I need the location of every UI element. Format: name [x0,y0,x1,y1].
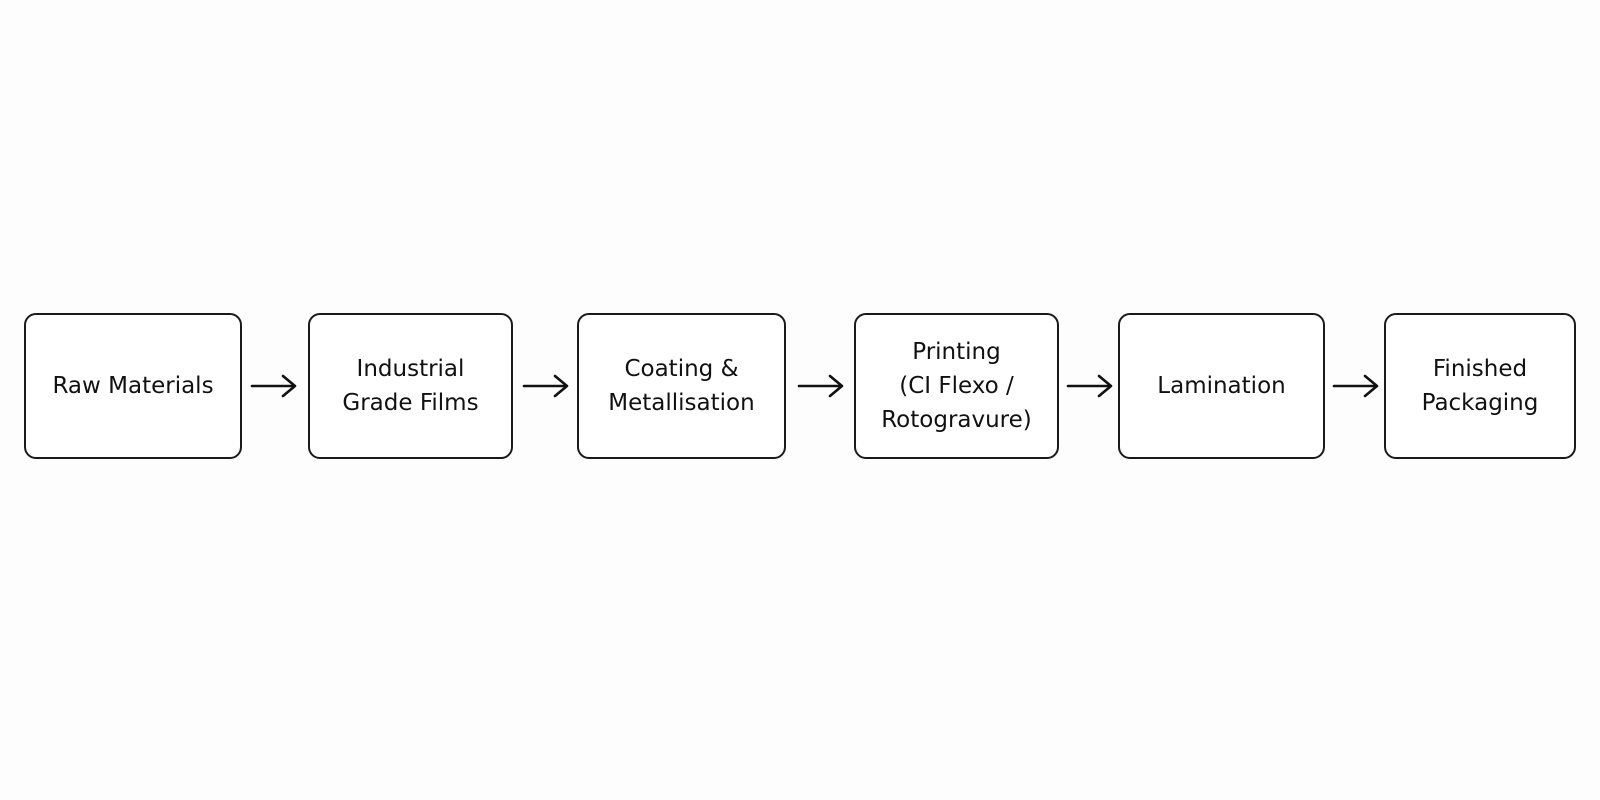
step-raw-materials: Raw Materials [24,313,242,459]
arrow-right-icon [1332,372,1380,400]
arrow-right-icon [250,372,298,400]
step-label: Finished Packaging [1421,356,1539,416]
step-finished-packaging: Finished Packaging [1384,313,1576,459]
step-label: Industrial Grade Films [342,356,479,416]
arrow-right-icon [1066,372,1114,400]
arrow-right-icon [797,372,845,400]
step-label: Printing (CI Flexo / Rotogravure) [881,339,1032,433]
arrow-right-icon [522,372,570,400]
step-coating-metallisation: Coating & Metallisation [577,313,786,459]
step-label: Raw Materials [52,373,214,399]
step-industrial-grade-films: Industrial Grade Films [308,313,513,459]
step-label: Coating & Metallisation [608,356,755,416]
step-lamination: Lamination [1118,313,1325,459]
step-label: Lamination [1157,373,1286,399]
step-printing: Printing (CI Flexo / Rotogravure) [854,313,1059,459]
